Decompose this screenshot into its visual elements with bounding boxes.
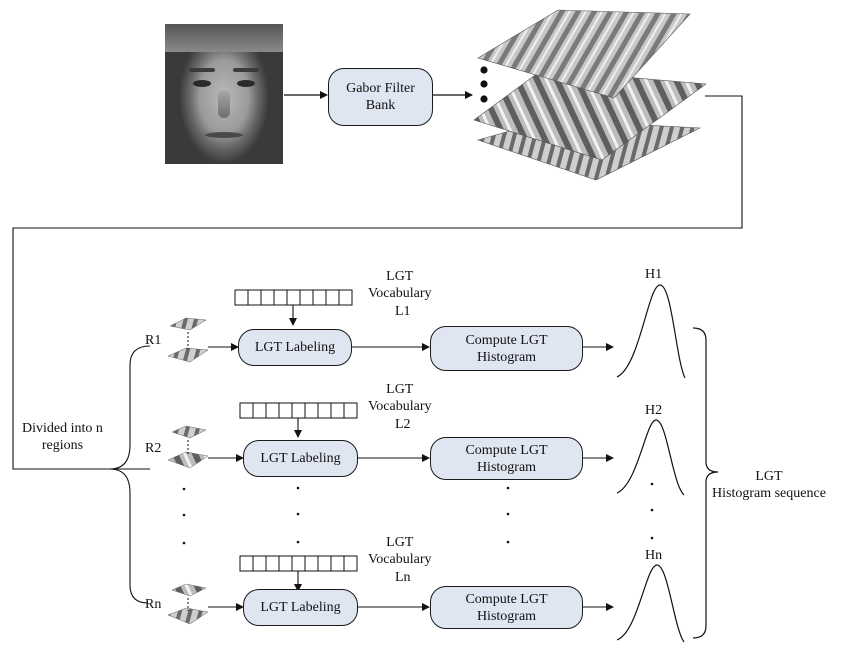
region-patch-n: [167, 583, 209, 625]
region-label-2: R2: [145, 441, 162, 456]
region-patch-2: [167, 425, 209, 469]
histogram-label-1: H1: [645, 267, 663, 282]
compute-histogram-box-1: Compute LGT Histogram: [430, 326, 583, 371]
ellipsis-dots: [480, 66, 488, 103]
gabor-response-stack: [473, 9, 707, 181]
vocabulary-sub-1: L1: [395, 304, 411, 319]
sequence-brace: [692, 327, 719, 639]
region-split-brace: [109, 345, 151, 604]
compute-histogram-box-n: Compute LGT Histogram: [430, 586, 583, 629]
region-patch-1: [167, 317, 209, 363]
gabor-filter-bank-box: Gabor Filter Bank: [328, 68, 433, 126]
compute-histogram-box-2: Compute LGT Histogram: [430, 437, 583, 480]
histogram-curve-n: [616, 564, 685, 643]
histogram-label-n: Hn: [645, 548, 663, 563]
histogram-sequence-label: LGT Histogram sequence: [712, 469, 826, 501]
lgt-labeling-box-n: LGT Labeling: [243, 589, 358, 626]
histogram-curve-2: [616, 419, 685, 496]
vocabulary-strip-1: [234, 289, 353, 326]
divided-regions-label: Divided into n regions: [22, 421, 103, 453]
vocabulary-strip-2: [239, 402, 358, 438]
vocabulary-strip-n: [239, 555, 358, 592]
continuation-dots: [182, 482, 654, 545]
lgt-labeling-box-2: LGT Labeling: [243, 440, 358, 477]
vocabulary-sub-2: L2: [395, 417, 411, 432]
histogram-label-2: H2: [645, 403, 663, 418]
row-arrows: [208, 343, 614, 611]
vocabulary-title-1: LGT Vocabulary: [368, 269, 432, 301]
face-photo: [165, 24, 283, 164]
vocabulary-sub-n: Ln: [395, 570, 411, 585]
histogram-curve-1: [616, 284, 686, 379]
lgt-labeling-box-1: LGT Labeling: [238, 329, 352, 366]
stack-to-regions-connector: [12, 95, 743, 470]
region-label-1: R1: [145, 333, 162, 348]
region-label-n: Rn: [145, 597, 162, 612]
vocabulary-title-n: LGT Vocabulary: [368, 535, 432, 567]
vocabulary-title-2: LGT Vocabulary: [368, 382, 432, 414]
